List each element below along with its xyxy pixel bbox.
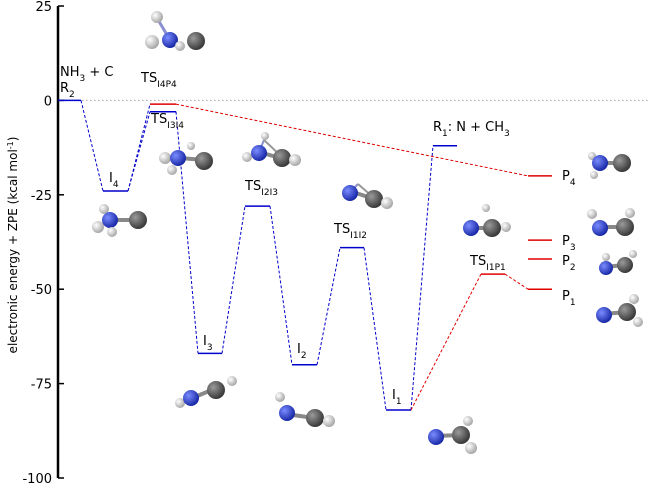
molecule-p1 (596, 294, 643, 327)
molecule-tsi1p1 (463, 204, 511, 237)
y-tick-label: -25 (31, 189, 52, 204)
molecule-p2 (599, 250, 637, 275)
connector-i4-tsi3i4 (127, 111, 151, 192)
label-tsi1i2: TSI1I2 (333, 222, 367, 241)
label-i1: I1 (392, 388, 402, 407)
connector-r2-i4 (80, 100, 104, 192)
molecule-p3 (587, 208, 635, 236)
label-p3: P3 (562, 234, 576, 253)
connectors (80, 100, 529, 411)
molecule-p4 (588, 152, 631, 179)
connector-tsi3i4-i3 (175, 111, 199, 354)
molecule-tsi3i4 (159, 142, 213, 175)
y-tick-label: -75 (31, 378, 52, 393)
molecule-i2 (275, 392, 335, 427)
label-tsi2i3: TSI2I3 (244, 179, 278, 198)
connector-i2-tsi1i2 (316, 247, 341, 365)
label-tsi3i4: TSI3I4 (150, 112, 184, 131)
molecule-tsi1i2 (342, 183, 393, 209)
y-ticks: 25 0 -25 -50 -75 -100 (22, 0, 64, 484)
label-r2-reactants: NH3 + C (60, 65, 113, 84)
label-p4: P4 (562, 169, 576, 188)
connector-i1-r1 (410, 145, 434, 411)
label-tsi1p1: TSI1P1 (469, 254, 506, 273)
molecule-tsi2i3 (242, 132, 301, 167)
connector-i4-tsi4p4 (127, 104, 151, 192)
label-p2: P2 (562, 254, 576, 273)
levels (58, 99, 552, 411)
label-i2: I2 (297, 342, 307, 361)
connector-tsi4p4-p4 (175, 103, 529, 177)
connector-i1-tsi1p1 (410, 273, 482, 411)
label-r2: R2 (60, 81, 75, 100)
label-p1: P1 (562, 289, 576, 308)
connector-tsi1i2-i1 (363, 247, 387, 411)
molecule-nh3-c (145, 11, 205, 51)
molecule-i3 (175, 376, 237, 408)
label-tsi4p4: TSI4P4 (140, 71, 177, 90)
label-r1: R1: N + CH3 (433, 120, 510, 139)
label-i3: I3 (203, 334, 213, 353)
molecule-i4 (92, 204, 147, 237)
connector-tsi1p1-p1 (504, 273, 529, 290)
y-tick-label: 0 (44, 94, 52, 109)
connector-tsi2i3-i2 (269, 206, 293, 365)
label-i4: I4 (109, 171, 119, 190)
molecule-i1 (428, 416, 477, 454)
y-tick-label: -100 (22, 472, 52, 484)
y-axis-label: electronic energy + ZPE (kcal mol-1) (6, 137, 21, 354)
y-tick-label: 25 (35, 0, 52, 15)
y-tick-label: -50 (31, 283, 52, 298)
connector-i3-tsi2i3 (221, 206, 246, 354)
